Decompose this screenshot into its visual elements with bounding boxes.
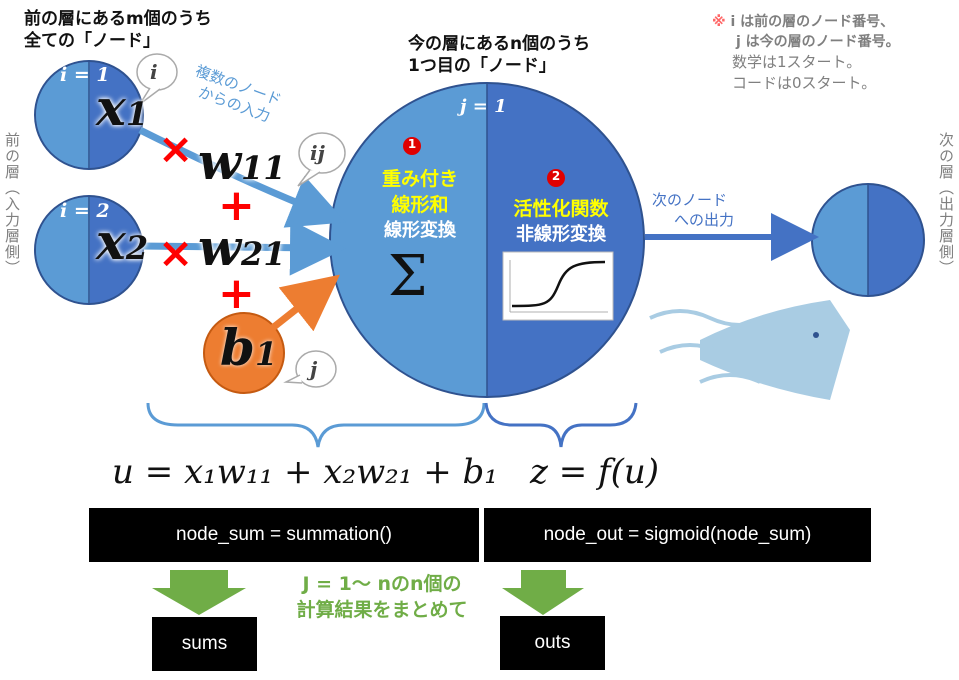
- input-node-1: [34, 60, 144, 170]
- step2-line2: 非線形変換: [516, 224, 606, 245]
- collect-label: J = 1～ nのn個の 計算結果をまとめて: [262, 571, 502, 623]
- x2-var: x: [96, 212, 126, 271]
- input-node-2-index: i = 2: [60, 200, 110, 222]
- output-label: 次のノード への出力: [652, 190, 734, 230]
- b1-symbol: b1: [220, 318, 277, 377]
- step1-line3: 線形変換: [384, 220, 456, 241]
- x1-sub: 1: [125, 95, 149, 133]
- note-line3: 数学は1スタート。: [732, 53, 862, 71]
- step2-labels: 活性化関数 非線形変換: [496, 196, 626, 248]
- sigma-symbol: Σ: [388, 244, 428, 309]
- arrow-x1-to-node: [138, 126, 346, 228]
- cur-layer-title-line1: 今の層にあるn個のうち: [408, 34, 591, 54]
- bubble-j-text: j: [310, 357, 318, 381]
- step2-number: 2: [551, 169, 561, 183]
- w11-sub: 11: [241, 149, 286, 187]
- output-label-line1: 次のノード: [652, 191, 728, 209]
- times-2: ×: [158, 228, 194, 277]
- note: ※ i は前の層のノード番号、 j は今の層のノード番号。 数学は1スタート。 …: [712, 12, 900, 94]
- input-node-2: [34, 195, 144, 305]
- note-line1: i は前の層のノード番号、: [730, 14, 895, 30]
- x2-sub: 2: [125, 229, 149, 267]
- fish-illustration: [649, 300, 850, 400]
- collect-label-line2: 計算結果をまとめて: [296, 599, 468, 621]
- cur-layer-title-line2: 1つ目の「ノード」: [408, 56, 556, 76]
- step1-line1: 重み付き: [381, 168, 458, 190]
- note-line4: コードは0スタート。: [732, 74, 877, 92]
- left-side-label: 前の層（入力層側）: [3, 132, 21, 276]
- x2-symbol: x2: [96, 212, 148, 271]
- code-sigmoid: node_out = sigmoid(node_sum): [484, 508, 871, 562]
- step2-badge: [547, 169, 565, 187]
- code-outs: outs: [500, 616, 605, 670]
- w21-symbol: w21: [198, 218, 286, 277]
- bubble-j: [283, 350, 337, 388]
- step1-labels: 重み付き 線形和 線形変換: [365, 166, 475, 244]
- note-line2: j は今の層のノード番号。: [736, 34, 900, 50]
- w11-var: w: [198, 132, 242, 191]
- times-1: ×: [158, 124, 194, 173]
- output-label-line2: への出力: [674, 211, 735, 229]
- bubble-ij: [297, 132, 346, 187]
- note-mark: ※: [712, 14, 726, 30]
- formula-z: z = f(u): [530, 452, 660, 492]
- plus-2: +: [218, 268, 255, 319]
- output-node: [811, 183, 925, 297]
- step1-line2: 線形和: [391, 194, 449, 216]
- input-node-1-index: i = 1: [60, 64, 110, 86]
- x1-var: x: [96, 78, 126, 137]
- prev-layer-title-line2: 全ての「ノード」: [24, 31, 160, 51]
- bubble-i-text: i: [150, 60, 158, 84]
- bias-node: [203, 312, 285, 394]
- bubble-i: [136, 53, 178, 105]
- green-arrow-left: [152, 570, 246, 615]
- step1-badge: [403, 137, 421, 155]
- bubble-ij-text: ij: [310, 141, 325, 165]
- step1-number: 1: [407, 137, 417, 151]
- w21-var: w: [198, 218, 242, 277]
- prev-layer-title: 前の層にあるm個のうち 全ての「ノード」: [24, 8, 212, 52]
- w11-symbol: w11: [198, 132, 286, 191]
- plus-1: +: [218, 180, 255, 231]
- step2-line1: 活性化関数: [513, 198, 609, 220]
- w21-sub: 21: [241, 235, 286, 273]
- b1-var: b: [220, 318, 255, 377]
- code-summation: node_sum = summation(): [89, 508, 479, 562]
- cur-layer-title: 今の層にあるn個のうち 1つ目の「ノード」: [408, 33, 590, 77]
- b1-sub: 1: [254, 335, 278, 373]
- formula-u: u = x₁w₁₁ + x₂w₂₁ + b₁: [112, 452, 498, 492]
- green-arrow-right: [502, 570, 584, 615]
- brace-u: [146, 402, 486, 448]
- x1-symbol: x1: [96, 78, 148, 137]
- arrow-bias-to-node: [267, 274, 340, 333]
- prev-layer-title-line1: 前の層にあるm個のうち: [24, 9, 212, 29]
- main-node-index: j = 1: [460, 96, 507, 117]
- sigmoid-chart: [502, 251, 614, 321]
- arrow-x2-to-node: [139, 219, 346, 276]
- brace-z: [484, 402, 638, 448]
- code-sums: sums: [152, 617, 257, 671]
- right-side-label: 次の層（出力層側）: [937, 132, 955, 276]
- collect-label-line1: J = 1～ nのn個の: [302, 573, 462, 595]
